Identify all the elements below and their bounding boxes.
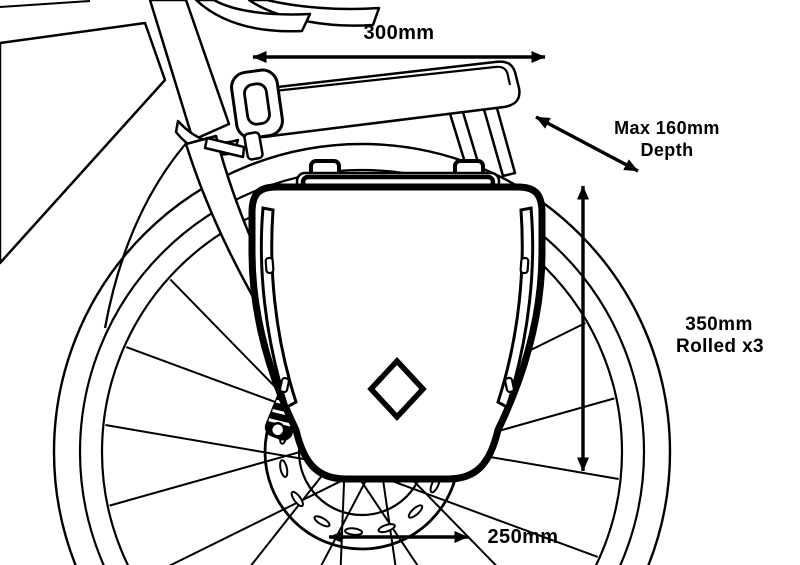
spoke xyxy=(168,472,358,565)
brake-cable-line xyxy=(0,0,91,8)
rack-strut xyxy=(203,136,246,159)
dim-top-width-label: 300mm xyxy=(364,22,435,44)
tire-outer-circle xyxy=(52,142,672,565)
dim-depth-label-line2: Depth xyxy=(641,140,694,160)
bag-body xyxy=(248,183,546,483)
dim-depth-arrow xyxy=(535,115,639,173)
rotor-slot xyxy=(344,527,364,536)
rack-hoop xyxy=(230,68,284,140)
rotor-slot xyxy=(290,490,304,508)
diamond-logo-icon xyxy=(367,356,427,422)
spoke xyxy=(320,471,372,565)
spoke xyxy=(355,472,419,565)
down-tube xyxy=(0,21,167,265)
rack-platform xyxy=(243,60,521,139)
dim-bottom-width-label: 250mm xyxy=(488,526,559,548)
bike-frame xyxy=(0,0,381,442)
rail-slot-left-lower xyxy=(279,376,290,394)
dimension-annotations: 300mm Max 160mm Depth 350mm Rolled x3 25… xyxy=(252,22,764,548)
front-rack xyxy=(203,60,521,184)
rail-slot-left-upper xyxy=(264,256,275,275)
dim-depth-label-line1: Max 160mm xyxy=(614,118,720,138)
far-fork-blade-line xyxy=(103,129,199,329)
rail-slot-right-upper xyxy=(519,256,530,275)
rotor-slot xyxy=(313,515,331,528)
spoke xyxy=(379,463,397,565)
spoke xyxy=(339,465,346,565)
rail-slot-right-lower xyxy=(504,376,515,394)
caliper-bolt xyxy=(269,422,286,438)
spoke xyxy=(250,452,341,565)
rack-mount-bracket xyxy=(243,131,264,161)
spoke xyxy=(369,471,599,558)
tire-inner-circle xyxy=(78,168,646,565)
dim-height-label-line2: Rolled x3 xyxy=(676,336,764,357)
rotor-slot xyxy=(407,504,424,519)
rotor-slot xyxy=(279,459,289,478)
rotor-slot xyxy=(377,523,396,534)
handlebar-band-front xyxy=(194,0,312,33)
pannier-bag xyxy=(248,159,546,483)
dim-height-label-line1: 350mm xyxy=(685,314,753,335)
head-tube xyxy=(148,0,231,142)
